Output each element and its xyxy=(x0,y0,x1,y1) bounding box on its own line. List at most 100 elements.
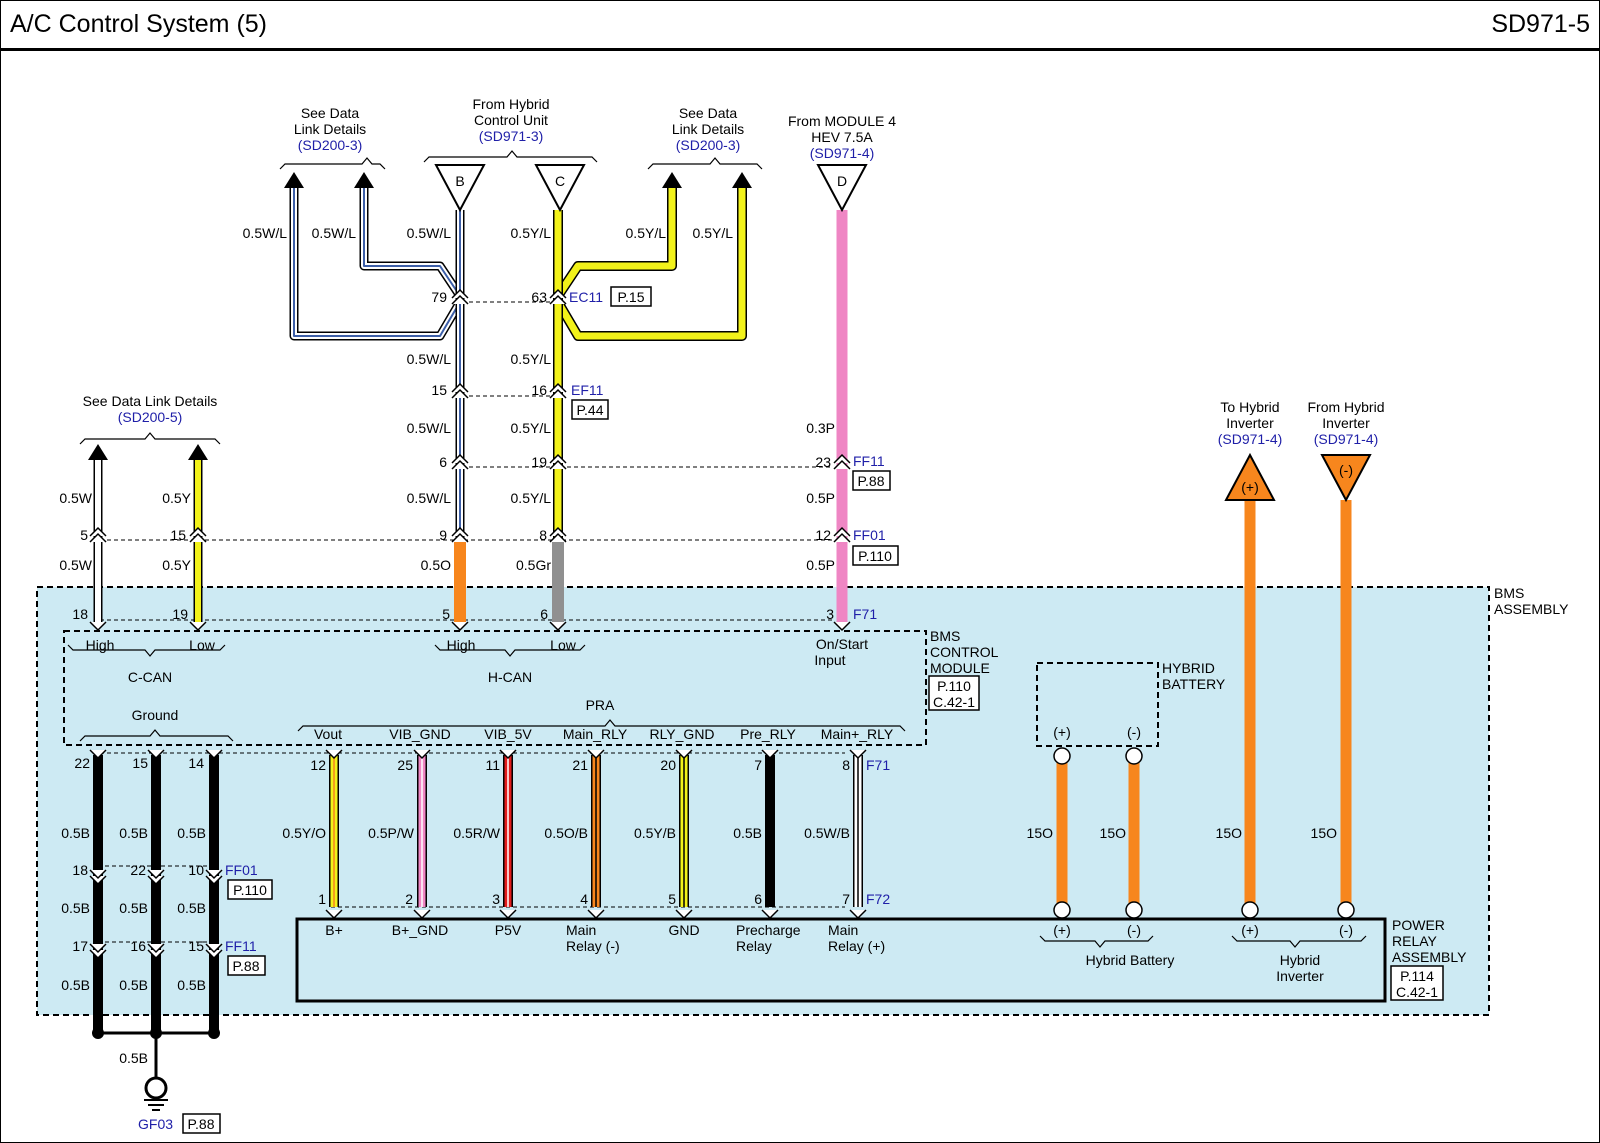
pin-number: 17 xyxy=(72,938,88,954)
ref-p88[interactable]: P.88 xyxy=(858,473,885,489)
dl-right-line1: See Data xyxy=(679,105,738,121)
pin-number: 15 xyxy=(170,527,186,543)
dl-right-ref[interactable]: (SD200-3) xyxy=(676,137,741,153)
pra-label: PRA xyxy=(586,697,615,713)
module4-line2: HEV 7.5A xyxy=(811,129,873,145)
wire-label: 0.5B xyxy=(119,1050,148,1066)
dl-left-ref[interactable]: (SD200-3) xyxy=(298,137,363,153)
dl-ccan-ref[interactable]: (SD200-5) xyxy=(118,409,183,425)
connector-ff11[interactable]: FF11 xyxy=(853,453,885,469)
hybrid-battery-plus: (+) xyxy=(1053,724,1071,740)
pin-number: 7 xyxy=(754,757,762,773)
connector-ec11[interactable]: EC11 xyxy=(569,289,603,305)
pin-number: 16 xyxy=(130,938,146,954)
wire-label: 0.5R/W xyxy=(453,825,500,841)
pin-number: 3 xyxy=(492,891,500,907)
pin-number: 15 xyxy=(188,938,204,954)
wire-label: 0.5B xyxy=(61,825,90,841)
ref-p110[interactable]: P.110 xyxy=(858,548,892,564)
wire-label: 0.5O/B xyxy=(544,825,588,841)
wire-label: 0.5Y xyxy=(162,490,191,506)
pin-number: 63 xyxy=(531,289,547,305)
pin-number: 1 xyxy=(318,891,326,907)
pin-number: 22 xyxy=(130,862,146,878)
wire-label: 0.5B xyxy=(177,977,206,993)
wire-label: 0.5W/L xyxy=(407,351,452,367)
wire-label: 15O xyxy=(1311,825,1338,841)
hybrid-battery-minus: (-) xyxy=(1127,724,1141,740)
wire-ground-group xyxy=(93,755,219,1035)
on-start-line2: Input xyxy=(814,652,845,668)
wire-label: 15O xyxy=(1100,825,1127,841)
connector-letter-b: B xyxy=(455,173,464,189)
pra-asm-main-pos-2: Relay (+) xyxy=(828,938,885,954)
pra-pin-rly-gnd: RLY_GND xyxy=(649,726,714,742)
ref-p88-gf03[interactable]: P.88 xyxy=(188,1116,215,1132)
pin-number: 18 xyxy=(72,862,88,878)
pin-number: 19 xyxy=(531,454,547,470)
pin-number: 20 xyxy=(660,757,676,773)
wire-label: 0.5Y/L xyxy=(511,420,552,436)
hcu-line1: From Hybrid xyxy=(472,96,549,112)
ref-p44[interactable]: P.44 xyxy=(577,402,604,418)
hybrid-battery-line2: BATTERY xyxy=(1162,676,1226,692)
connector-chevrons xyxy=(89,288,867,960)
on-start-line1: On/Start xyxy=(816,636,868,652)
wire-label: 0.5B xyxy=(119,977,148,993)
pra-asm-main-neg-1: Main xyxy=(566,922,596,938)
ref-p15[interactable]: P.15 xyxy=(618,289,645,305)
pin-number: 15 xyxy=(431,382,447,398)
wire-label: 0.5B xyxy=(119,900,148,916)
bms-cm-ref-c421[interactable]: C.42-1 xyxy=(933,694,975,710)
wire-yellow-group xyxy=(553,188,747,538)
pin-number: 25 xyxy=(397,757,413,773)
connector-letter-d: D xyxy=(837,173,847,189)
connector-f71-pra[interactable]: F71 xyxy=(866,757,890,773)
wire-pra-group xyxy=(329,755,863,907)
page-title: A/C Control System (5) xyxy=(10,10,268,38)
pin-number: 5 xyxy=(80,527,88,543)
bms-cm-ref-p110[interactable]: P.110 xyxy=(937,678,971,694)
hcan-label: H-CAN xyxy=(488,669,532,685)
connector-ff01-ground[interactable]: FF01 xyxy=(225,862,258,878)
connector-ef11[interactable]: EF11 xyxy=(571,382,604,398)
pra-pin-vout: Vout xyxy=(314,726,342,742)
pra-asm-title-1: POWER xyxy=(1392,917,1445,933)
pra-asm-hybrid-battery: Hybrid Battery xyxy=(1086,952,1175,968)
module4-ref[interactable]: (SD971-4) xyxy=(810,145,875,161)
from-inv-ref[interactable]: (SD971-4) xyxy=(1314,431,1379,447)
wire-label: 0.5Y/L xyxy=(511,225,552,241)
wire-label: 0.5B xyxy=(177,900,206,916)
hybrid-battery-box xyxy=(1036,662,1159,747)
bms-assembly-line1: BMS xyxy=(1494,585,1524,601)
pin-number: 15 xyxy=(132,755,148,771)
ref-boxes xyxy=(182,286,1444,1134)
ref-p88-ground[interactable]: P.88 xyxy=(233,958,260,974)
wire-label: 15O xyxy=(1027,825,1054,841)
pra-asm-title-3: ASSEMBLY xyxy=(1392,949,1467,965)
connector-ff01[interactable]: FF01 xyxy=(853,527,886,543)
bms-cm-line3: MODULE xyxy=(930,660,990,676)
ref-p110-ground[interactable]: P.110 xyxy=(233,882,267,898)
pra-asm-ref-p114[interactable]: P.114 xyxy=(1400,968,1434,984)
pra-asm-precharge-2: Relay xyxy=(736,938,772,954)
connector-ff11-ground[interactable]: FF11 xyxy=(225,938,257,954)
page-code: SD971-5 xyxy=(1491,10,1590,38)
connector-f71[interactable]: F71 xyxy=(853,606,877,622)
pin-number: 4 xyxy=(580,891,588,907)
wire-label: 0.5B xyxy=(61,977,90,993)
hcu-ref[interactable]: (SD971-3) xyxy=(479,128,544,144)
pin-number: 5 xyxy=(668,891,676,907)
pra-asm-ref-c421[interactable]: C.42-1 xyxy=(1396,984,1438,1000)
dl-right-line2: Link Details xyxy=(672,121,744,137)
wire-label: 0.5W xyxy=(59,490,92,506)
to-inv-ref[interactable]: (SD971-4) xyxy=(1218,431,1283,447)
bms-cm-line1: BMS xyxy=(930,628,960,644)
connector-gf03[interactable]: GF03 xyxy=(138,1116,173,1132)
pin-number: 6 xyxy=(754,891,762,907)
wire-label: 0.5W xyxy=(59,557,92,573)
wire-label: 0.5W/L xyxy=(407,490,452,506)
connector-f72[interactable]: F72 xyxy=(866,891,890,907)
pra-pin-vib-gnd: VIB_GND xyxy=(389,726,450,742)
pra-asm-p5v: P5V xyxy=(495,922,522,938)
